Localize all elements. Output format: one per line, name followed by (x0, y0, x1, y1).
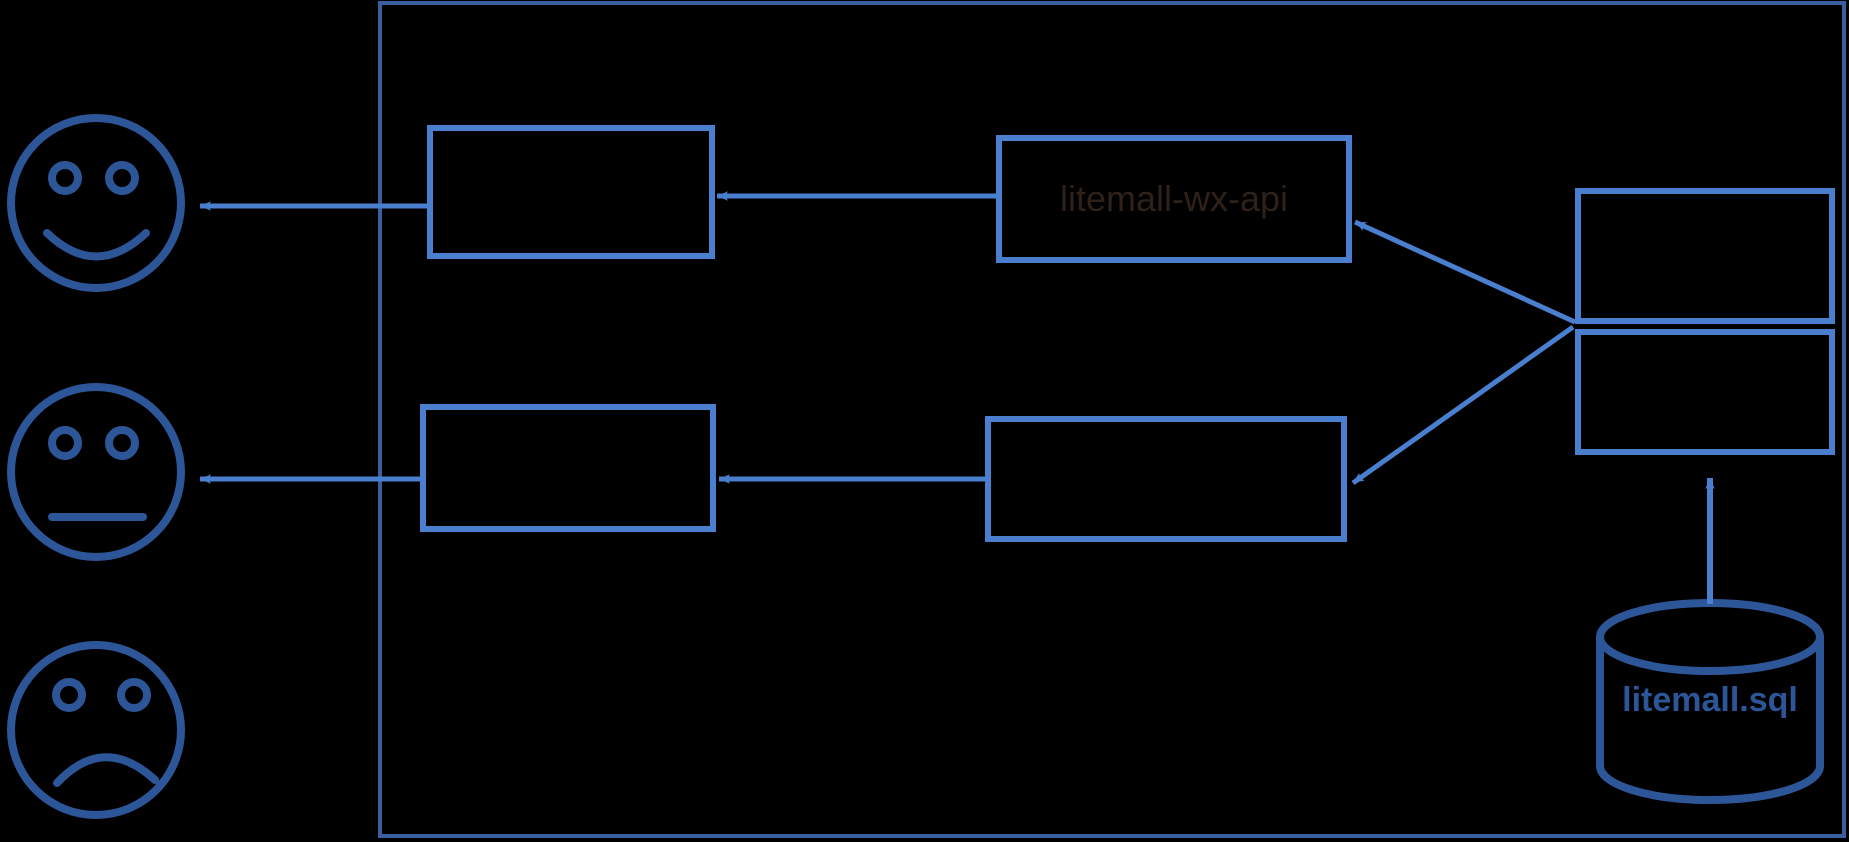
arrow-right-to-topmid (1353, 219, 1577, 325)
service-box-bottom[interactable] (1575, 329, 1835, 455)
arrow-right-to-botmid (1351, 324, 1575, 486)
actor-sad-face-icon (7, 641, 185, 819)
litemall-sql-database-icon[interactable] (1596, 599, 1824, 804)
actor-happy-face-icon (7, 114, 185, 292)
actor-neutral-face-icon (7, 383, 185, 561)
system-boundary (378, 1, 1846, 838)
litemall-wx-api-box[interactable] (996, 135, 1352, 263)
frontend-box-top[interactable] (427, 125, 715, 259)
frontend-box-bottom[interactable] (420, 404, 716, 532)
service-box-top[interactable] (1575, 188, 1835, 324)
api-box-bottom[interactable] (985, 416, 1347, 542)
